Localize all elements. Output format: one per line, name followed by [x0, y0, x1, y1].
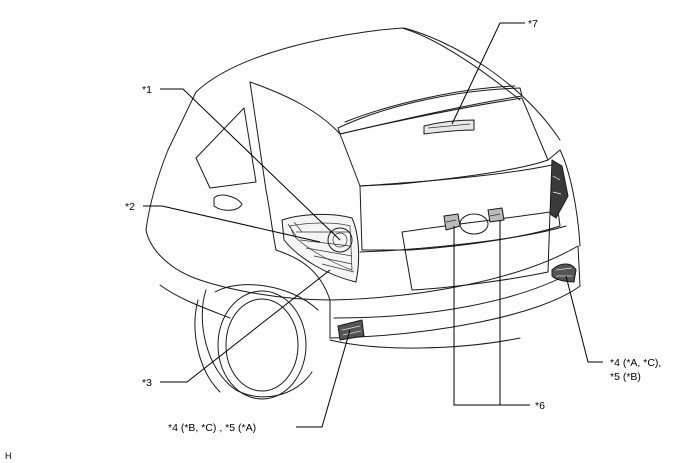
leader-line-7: [451, 22, 525, 125]
leader-line-6a: [499, 220, 530, 406]
callout-3: *3: [142, 377, 152, 389]
leader-line-1: [160, 88, 341, 241]
callout-2: *2: [125, 201, 135, 213]
leader-line-6b: [453, 226, 500, 406]
leader-line-3: [160, 269, 331, 383]
leader-line-4-left: [296, 329, 351, 428]
callout-6: *6: [535, 400, 545, 412]
rear-wheel: [194, 284, 319, 400]
callout-7: *7: [528, 18, 538, 30]
callout-4-left: *4 (*B, *C) , *5 (*A): [168, 422, 256, 434]
left-tail-lamp: [281, 213, 360, 283]
rear-bumper-lamps: [337, 263, 577, 341]
car-body: [145, 27, 581, 349]
corner-code: H: [5, 451, 12, 461]
leader-line-4-right: [565, 275, 603, 363]
license-plate-lamps: [443, 207, 505, 235]
leader-lines: [143, 22, 603, 428]
callout-4-right-line1: *4 (*A, *C),: [610, 357, 661, 369]
callout-labels: *1 *2 *3 *4 (*B, *C) , *5 (*A) *4 (*A, *…: [5, 18, 661, 461]
leader-line-2: [143, 205, 321, 243]
callout-1: *1: [142, 84, 152, 96]
callout-4-right-line2: *5 (*B): [610, 371, 641, 383]
high-mount-stop-lamp: [423, 119, 475, 135]
